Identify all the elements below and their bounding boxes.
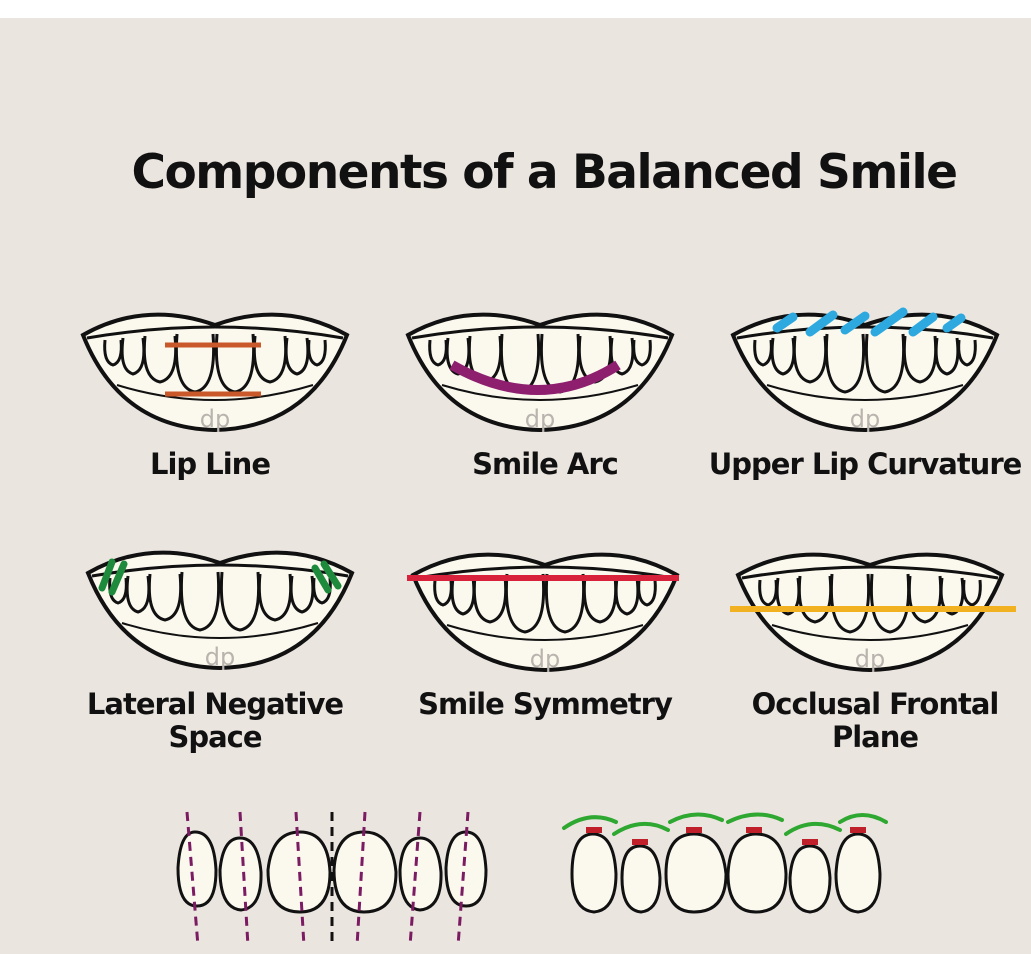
tooth-outline bbox=[620, 844, 662, 914]
zenith-mark bbox=[586, 827, 602, 833]
zenith-mark bbox=[802, 839, 818, 845]
label-smile-symmetry: Smile Symmetry bbox=[418, 687, 673, 721]
tooth-outline bbox=[834, 832, 882, 914]
gingival-arch bbox=[838, 813, 888, 824]
axis-line bbox=[355, 811, 367, 947]
smile-card-lateral-negative-space: dp bbox=[70, 528, 370, 688]
smile-card-upper-lip-curvature: dp bbox=[715, 290, 1015, 450]
tooth-axis-diagram bbox=[170, 808, 510, 954]
lateral-negative-space-marker bbox=[98, 558, 342, 596]
label-lip-line: Lip Line bbox=[149, 447, 271, 481]
dp-watermark: dp bbox=[205, 643, 235, 671]
dp-watermark: dp bbox=[525, 405, 555, 433]
dp-watermark: dp bbox=[850, 405, 880, 433]
axis-line bbox=[238, 811, 250, 947]
tooth-outline bbox=[726, 832, 788, 914]
axis-line bbox=[456, 811, 470, 947]
smile-illustration: dp bbox=[730, 307, 1000, 433]
tooth-outline bbox=[664, 832, 728, 914]
tooth-outline bbox=[332, 830, 398, 914]
page-title: Components of a Balanced Smile bbox=[131, 145, 958, 200]
label-occlusal-frontal-plane: Occlusal Frontal Plane bbox=[751, 687, 1000, 754]
gingival-arch bbox=[612, 822, 670, 836]
zenith-mark bbox=[850, 827, 866, 833]
dp-watermark: dp bbox=[530, 645, 560, 673]
smile-card-lip-line: dp bbox=[65, 290, 365, 450]
smile-illustration: dp bbox=[85, 550, 355, 671]
smile-illustration: dp bbox=[730, 552, 1016, 673]
tooth-outline bbox=[788, 844, 832, 914]
gingival-arch bbox=[726, 812, 784, 824]
smile-illustration: dp bbox=[405, 312, 675, 433]
gingival-zenith-diagram bbox=[560, 808, 900, 932]
top-band bbox=[0, 0, 1031, 18]
tooth-outline bbox=[176, 830, 218, 908]
tooth-outline bbox=[570, 832, 618, 914]
tooth-outline bbox=[218, 836, 263, 912]
axis-line bbox=[408, 811, 422, 947]
label-upper-lip-curvature: Upper Lip Curvature bbox=[708, 447, 1023, 481]
tooth-outline bbox=[444, 830, 488, 908]
smile-card-smile-arc: dp bbox=[390, 290, 690, 450]
label-lateral-negative-space: Lateral Negative Space bbox=[86, 687, 344, 754]
axis-line bbox=[294, 811, 306, 947]
label-smile-arc: Smile Arc bbox=[472, 447, 619, 481]
gingival-arch bbox=[562, 815, 618, 830]
smile-illustration: dp bbox=[80, 312, 350, 433]
upper-lip-curvature-marker bbox=[772, 307, 966, 337]
smile-card-smile-symmetry: dp bbox=[395, 530, 695, 690]
zenith-mark bbox=[632, 839, 648, 845]
gingival-arch bbox=[784, 822, 842, 836]
tooth-outline bbox=[398, 836, 443, 912]
dp-watermark: dp bbox=[200, 405, 230, 433]
smile-card-occlusal-frontal-plane: dp bbox=[720, 530, 1020, 690]
dp-watermark: dp bbox=[855, 645, 885, 673]
smile-arc-marker bbox=[449, 360, 621, 395]
gingival-arch bbox=[668, 812, 724, 824]
smile-illustration: dp bbox=[407, 552, 680, 673]
zenith-mark bbox=[686, 827, 702, 833]
zenith-mark bbox=[746, 827, 762, 833]
axis-line bbox=[185, 811, 200, 947]
